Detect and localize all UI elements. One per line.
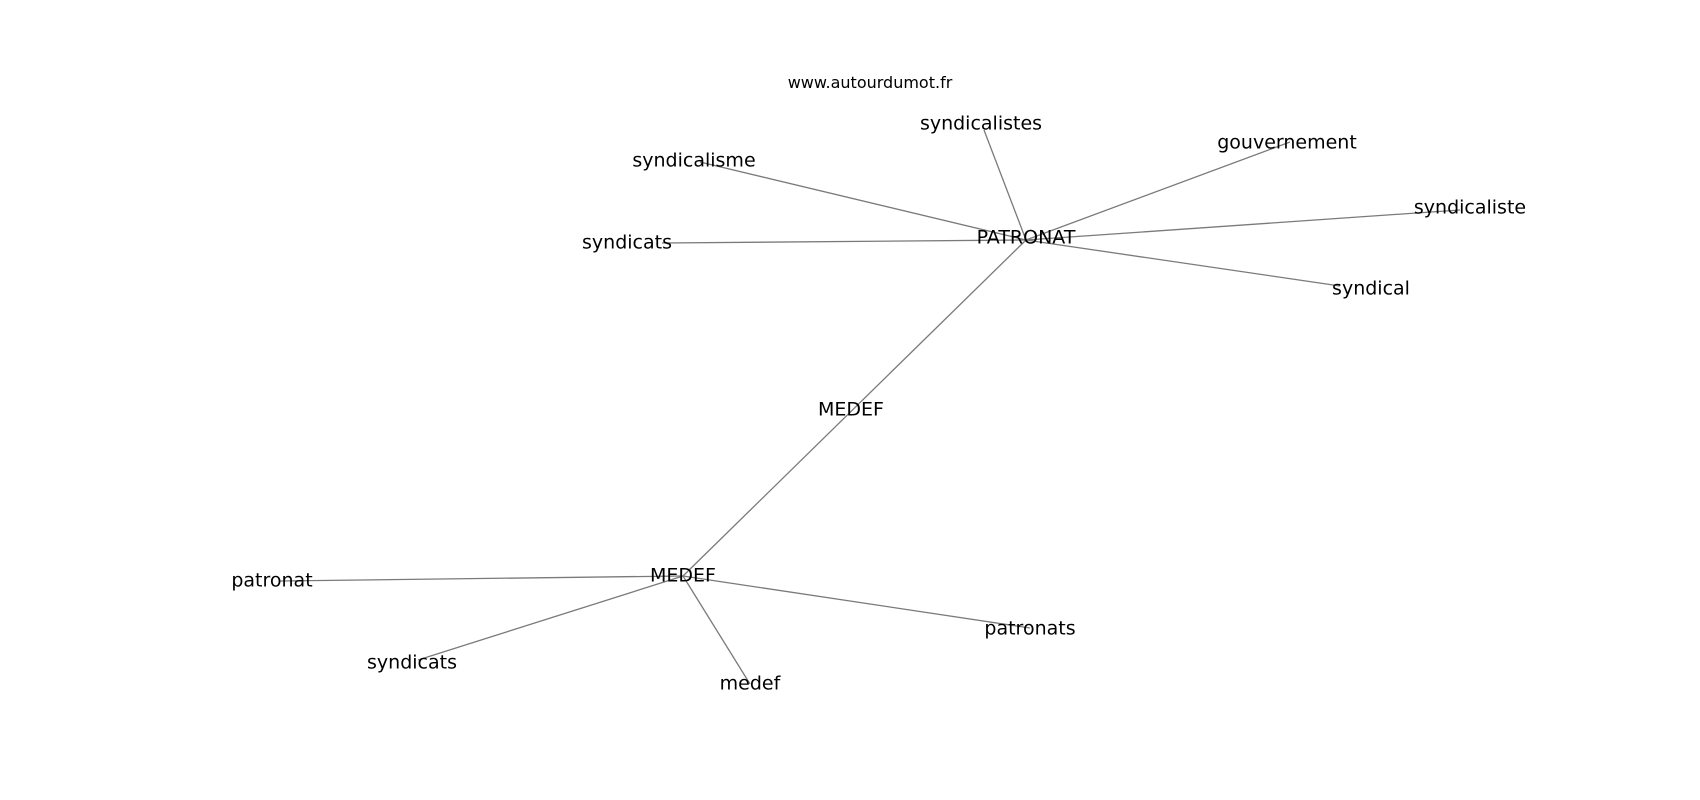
- graph-edges: [279, 129, 1461, 685]
- edge-medef-hub-syndicats-bottom: [417, 575, 684, 661]
- node-medef-hub: MEDEF: [650, 565, 716, 587]
- watermark: www.autourdumot.fr: [788, 73, 953, 92]
- edge-patronat-hub-syndicats-top: [661, 239, 1027, 244]
- node-patronats: patronats: [984, 618, 1075, 640]
- edge-medef-hub-patronats: [682, 575, 1031, 629]
- node-medef: medef: [720, 673, 782, 695]
- graph-nodes: PATRONAT MEDEF MEDEF syndicalistes syndicali…: [231, 113, 1526, 695]
- node-syndicats-top: syndicats: [582, 232, 672, 254]
- edge-patronat-hub-syndical: [1025, 239, 1341, 287]
- node-syndicalisme: syndicalisme: [632, 150, 755, 172]
- node-gouvernement: gouvernement: [1217, 132, 1357, 154]
- node-syndicats-bottom: syndicats: [367, 652, 457, 674]
- edge-medef-hub-patronat: [279, 575, 684, 582]
- node-patronat: patronat: [231, 570, 312, 592]
- edge-medef-hub-medef: [682, 575, 751, 685]
- edge-patronat-hub-gouvernement: [1025, 141, 1291, 241]
- edge-patronat-hub-syndicaliste: [1025, 209, 1461, 241]
- edge-patronat-hub-syndicalisme: [699, 161, 1027, 241]
- node-syndical: syndical: [1332, 278, 1410, 300]
- edge-patronat-hub-medef-hub: [682, 239, 1027, 577]
- node-syndicaliste: syndicaliste: [1414, 197, 1526, 219]
- edge-patronat-hub-syndicalistes: [983, 129, 1027, 241]
- node-syndicalistes: syndicalistes: [920, 113, 1042, 135]
- node-patronat-hub: PATRONAT: [977, 227, 1076, 249]
- node-medef-bridge: MEDEF: [818, 399, 884, 421]
